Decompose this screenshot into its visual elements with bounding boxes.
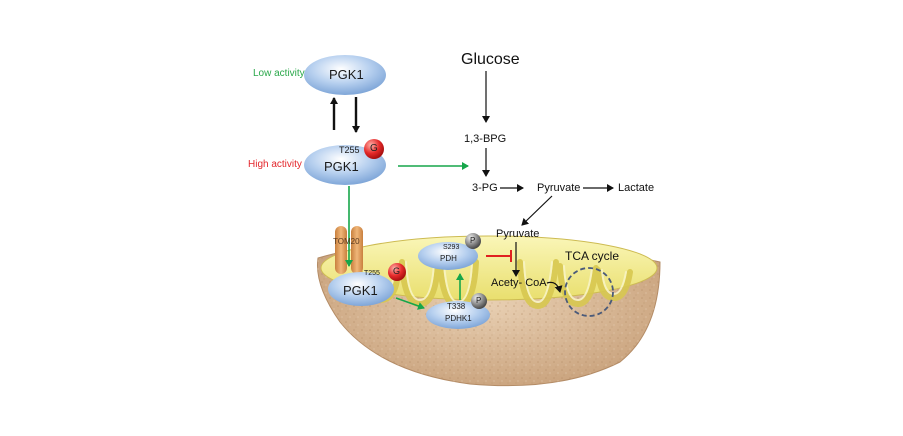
pgk1-low-activity-ellipse (304, 55, 386, 95)
glycolysis-arrows (482, 71, 614, 293)
arrow-pyruvate-to-mito-pyruvate (521, 195, 553, 226)
g-badge-mito (388, 263, 406, 281)
p-pdhk1-label: P (476, 296, 482, 305)
pgk1-mito-ellipse (328, 272, 394, 306)
inhibition-bar (486, 250, 512, 262)
activation-arrows (345, 162, 469, 310)
t338-label: T338 (447, 302, 466, 311)
3pg-label: 3-PG (472, 182, 498, 194)
pdh-ellipse (418, 242, 478, 270)
p-pdh-label: P (470, 236, 476, 245)
pdh-label: PDH (440, 254, 457, 263)
g-mid-label: G (370, 143, 378, 154)
tom20-right-subunit (351, 226, 363, 274)
tca-cycle-circle (564, 267, 614, 317)
p-badge-pdh (465, 233, 481, 249)
pdhk1-label: PDHK1 (445, 314, 472, 323)
pyruvate-mito-label: Pyruvate (496, 228, 540, 240)
t255-mid-label: T255 (339, 145, 360, 155)
pdhk1-ellipse (426, 301, 490, 329)
arrow-pgk1-to-pdhk1 (395, 297, 425, 310)
tom20-label: TOM20 (333, 237, 360, 246)
pgk1-state-arrows (330, 97, 360, 133)
pgk1-low-label: PGK1 (329, 67, 364, 82)
lactate-label: Lactate (618, 182, 655, 194)
tom20-transporter (335, 226, 363, 274)
g-badge-mid (364, 139, 384, 159)
tca-cycle-label: TCA cycle (565, 249, 620, 263)
pgk1-high-label: PGK1 (324, 159, 359, 174)
s293-label: S293 (443, 244, 460, 251)
pyruvate-cytosol-label: Pyruvate (537, 182, 581, 194)
acetyl-coa-label: Acety- CoA (491, 277, 547, 289)
bpg-label: 1,3-BPG (464, 133, 507, 145)
glucose-label: Glucose (461, 51, 520, 68)
high-activity-label: High activity (248, 159, 302, 170)
arrow-acetylcoa-to-tca (546, 281, 563, 293)
tom20-left-subunit (335, 226, 347, 274)
g-mito-label: G (393, 266, 401, 276)
low-activity-label: Low activity (253, 68, 305, 79)
pgk1-high-activity-ellipse (304, 145, 386, 185)
p-badge-pdhk1 (471, 293, 487, 309)
pgk1-mito-label: PGK1 (343, 283, 378, 298)
t255-mito-label: T255 (364, 270, 380, 277)
